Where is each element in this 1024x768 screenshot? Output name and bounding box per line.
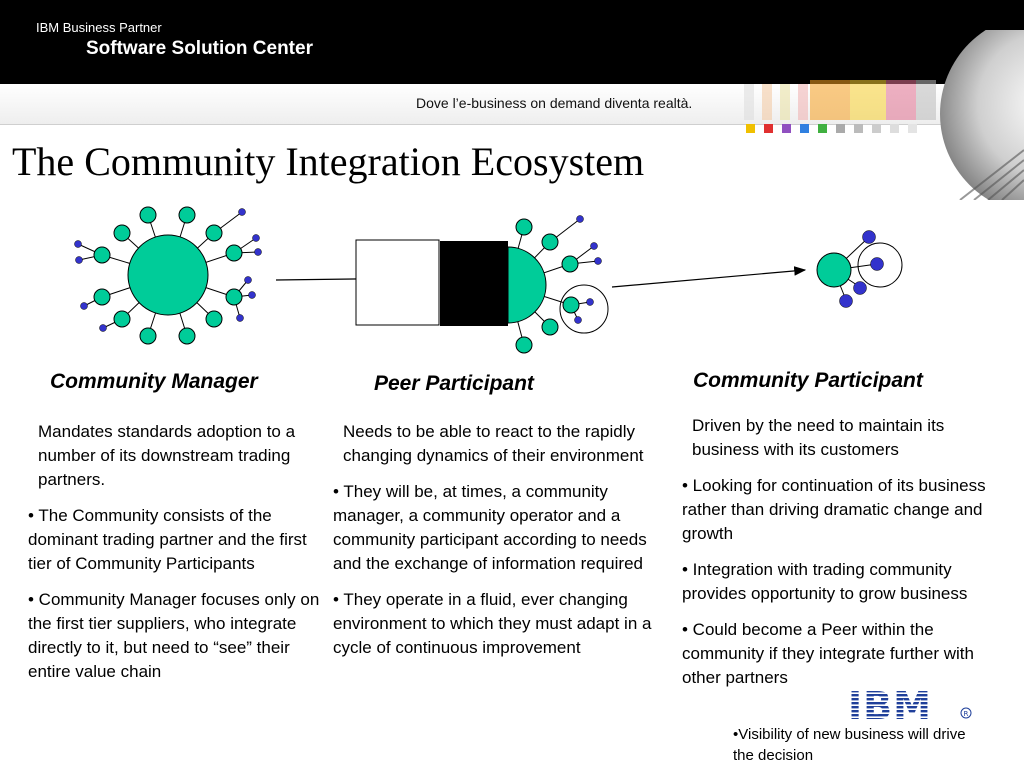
paragraph: Needs to be able to react to the rapidly… xyxy=(343,422,644,465)
arrow-peer-to-participant xyxy=(611,266,807,288)
paragraph: • The Community consists of the dominant… xyxy=(28,506,307,573)
community-manager-hub xyxy=(74,206,262,345)
peer-participant-text: Needs to be able to react to the rapidly… xyxy=(333,420,661,672)
paragraph: • Community Manager focuses only on the … xyxy=(28,590,320,681)
peer-box-white xyxy=(355,239,440,326)
globe-decoration-icon xyxy=(744,30,1024,200)
paragraph: • Could become a Peer within the communi… xyxy=(682,620,974,687)
peer-box-black xyxy=(440,241,508,326)
community-manager-text: Mandates standards adoption to a number … xyxy=(28,420,320,696)
svg-text:R: R xyxy=(964,710,969,718)
logo-text: IBM xyxy=(848,686,932,724)
community-participant-text: Driven by the need to maintain its busin… xyxy=(682,414,1004,702)
partner-label: IBM Business Partner xyxy=(36,20,162,35)
paragraph: • Integration with trading community pro… xyxy=(682,560,968,603)
decision-note: •Visibility of new business will drive t… xyxy=(733,726,966,764)
paragraph: • They will be, at times, a community ma… xyxy=(333,482,647,573)
heading-community-participant: Community Participant xyxy=(693,369,923,392)
center-name: Software Solution Center xyxy=(86,38,313,59)
community-participant-hub xyxy=(816,230,903,308)
heading-peer-participant: Peer Participant xyxy=(374,372,534,395)
paragraph: Mandates standards adoption to a number … xyxy=(38,422,296,489)
paragraph: • Looking for continuation of its busine… xyxy=(682,476,986,543)
slide-title: The Community Integration Ecosystem xyxy=(12,139,645,184)
paragraph: • They operate in a fluid, ever changing… xyxy=(333,590,652,657)
paragraph: Driven by the need to maintain its busin… xyxy=(692,416,945,459)
heading-community-manager: Community Manager xyxy=(50,370,258,393)
ibm-logo-icon: IBM R xyxy=(848,686,972,724)
header-bar: IBM Business Partner Software Solution C… xyxy=(0,0,1024,84)
tagline: Dove l’e-business on demand diventa real… xyxy=(416,95,693,111)
peer-participant-hub xyxy=(355,215,609,354)
